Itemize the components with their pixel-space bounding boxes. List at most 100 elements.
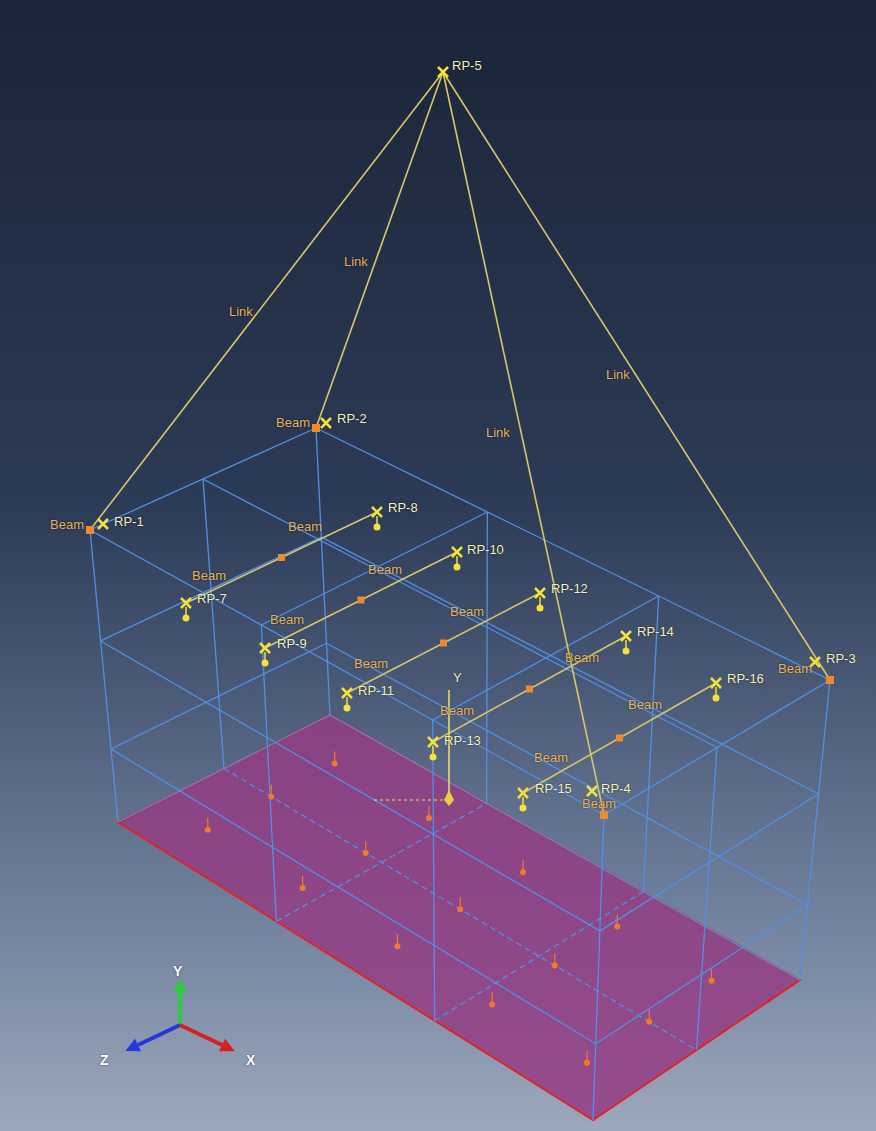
point-label: RP-3 xyxy=(826,651,856,666)
point-label: RP-15 xyxy=(535,781,572,796)
floor-divider xyxy=(224,769,697,1051)
beam-node xyxy=(358,597,365,604)
element-label: Beam xyxy=(440,703,474,718)
box-edge xyxy=(593,815,604,1120)
beam-node xyxy=(440,640,447,647)
rp-constraint xyxy=(537,605,544,612)
reference-point xyxy=(372,507,382,517)
element-label: Beam xyxy=(534,750,568,765)
rp-constraint xyxy=(430,754,437,761)
element-label: Beam xyxy=(450,604,484,619)
link-connector xyxy=(90,72,443,530)
point-label: RP-1 xyxy=(114,514,144,529)
load-arrow-head xyxy=(646,1019,652,1025)
corner-node xyxy=(600,811,608,819)
x-axis-arrow xyxy=(180,1025,222,1045)
rp-constraint xyxy=(520,805,527,812)
load-arrow-head xyxy=(520,869,526,875)
load-arrow-head xyxy=(394,943,400,949)
element-label: Beam xyxy=(368,562,402,577)
load-arrow-head xyxy=(489,1002,495,1008)
rp-constraint xyxy=(262,660,269,667)
wall-divider xyxy=(321,537,818,794)
axis-label: Z xyxy=(100,1053,109,1068)
point-label: RP-4 xyxy=(601,781,631,796)
point-label: RP-16 xyxy=(727,671,764,686)
reference-point xyxy=(98,519,108,529)
reference-point xyxy=(321,418,331,428)
box-edge xyxy=(316,428,830,680)
axis-label: Y xyxy=(453,670,462,685)
beam-node xyxy=(278,554,285,561)
reference-point xyxy=(452,547,462,557)
reference-point xyxy=(621,631,631,641)
connector-label: Link xyxy=(344,254,368,269)
point-label: RP-11 xyxy=(358,683,394,698)
wall-divider xyxy=(111,749,596,1044)
beam-connector xyxy=(433,636,626,742)
wall-divider xyxy=(433,720,435,1021)
point-label: RP-7 xyxy=(197,591,227,606)
load-arrow-head xyxy=(205,827,211,833)
rp-constraint xyxy=(456,556,458,564)
rp-constraint xyxy=(374,524,381,531)
rp-constraint xyxy=(454,564,461,571)
load-arrow-head xyxy=(457,906,463,912)
point-label: RP-13 xyxy=(444,733,481,748)
point-label: RP-14 xyxy=(637,624,674,639)
element-label: Beam xyxy=(778,661,812,676)
element-label: Beam xyxy=(582,796,616,811)
rp-constraint xyxy=(623,648,630,655)
y-axis-arrow xyxy=(173,979,187,993)
element-label: Beam xyxy=(192,568,226,583)
axis-label: X xyxy=(246,1053,255,1068)
load-arrow-head xyxy=(363,850,369,856)
beam-node xyxy=(616,735,623,742)
wall-divider xyxy=(101,641,600,931)
load-arrow-head xyxy=(552,963,558,969)
rp-constraint xyxy=(625,640,627,648)
connector-label: Link xyxy=(606,367,630,382)
box-edge xyxy=(90,530,604,815)
box-edge xyxy=(330,715,800,980)
connector-label: Link xyxy=(486,425,510,440)
beam-connector xyxy=(186,512,377,603)
element-label: Beam xyxy=(270,612,304,627)
reference-point xyxy=(438,67,448,77)
link-connector xyxy=(443,72,830,680)
corner-node xyxy=(826,676,834,684)
reference-point xyxy=(342,688,352,698)
load-arrow-head xyxy=(426,815,432,821)
roof-divider xyxy=(203,479,717,748)
point-label: RP-5 xyxy=(452,58,482,73)
point-label: RP-10 xyxy=(467,542,504,557)
wall-divider xyxy=(327,643,808,905)
bottom-plate xyxy=(118,715,800,1120)
reference-point xyxy=(518,788,528,798)
element-label: Beam xyxy=(354,656,388,671)
reference-point xyxy=(711,678,721,688)
axis-label: Y xyxy=(173,964,182,979)
rp-constraint xyxy=(183,615,190,622)
reference-point xyxy=(181,598,191,608)
reference-point xyxy=(428,737,438,747)
rp-constraint xyxy=(522,797,524,805)
rp-constraint xyxy=(715,687,717,695)
floor-divider xyxy=(435,892,644,1021)
point-label: RP-12 xyxy=(551,581,588,596)
rp-constraint xyxy=(376,516,378,524)
reference-point xyxy=(260,643,270,653)
beam-node xyxy=(526,686,533,693)
roof-divider xyxy=(261,512,487,625)
load-arrow-head xyxy=(584,1060,590,1066)
reference-point xyxy=(535,588,545,598)
point-label: RP-9 xyxy=(277,636,307,651)
rp-constraint xyxy=(346,697,348,705)
wall-divider xyxy=(643,596,658,892)
box-edge xyxy=(316,428,330,715)
link-connector xyxy=(316,72,443,428)
local-axis xyxy=(372,800,449,801)
beam-connector xyxy=(347,593,540,693)
